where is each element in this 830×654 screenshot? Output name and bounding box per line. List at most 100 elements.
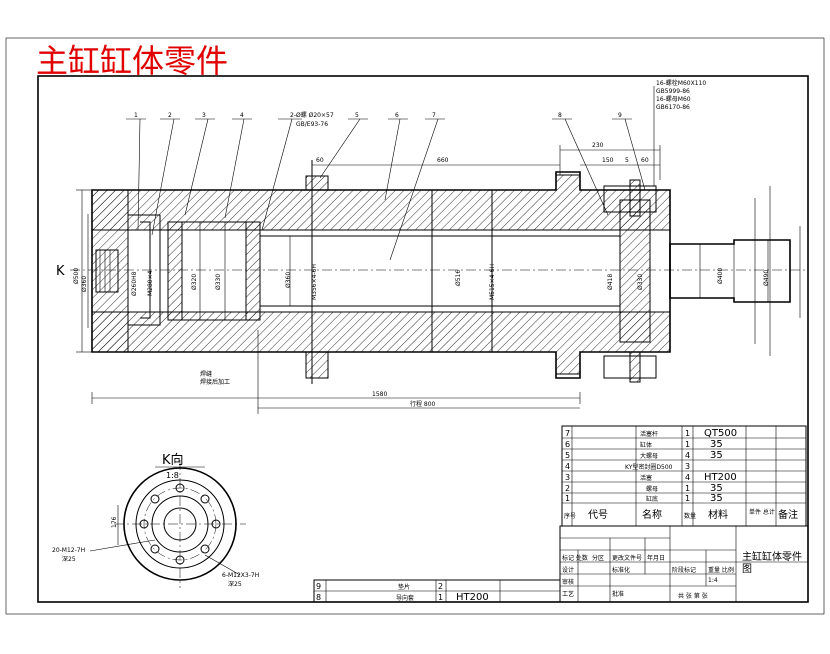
part-2-name: 螺母 xyxy=(646,485,658,493)
outer-border xyxy=(5,37,825,615)
part-7-name: 活塞杆 xyxy=(640,430,658,438)
part-6-qty: 1 xyxy=(685,440,690,449)
drawing-title: 主缸缸体零件 xyxy=(36,42,228,80)
balloon-6: 6 xyxy=(395,112,399,119)
part-3-qty: 4 xyxy=(685,473,690,482)
tb-stage: 阶段标记 xyxy=(672,566,696,574)
dim-230: 230 xyxy=(592,142,604,149)
tb-mark: 标记 处数 xyxy=(562,554,588,562)
tb-design: 设计 xyxy=(562,566,574,574)
part-3-no: 3 xyxy=(565,473,570,482)
tb-drawing-type: 图 xyxy=(742,563,752,575)
part-3-mat: HT200 xyxy=(704,472,737,483)
balloon-7: 7 xyxy=(432,112,436,119)
dim-500: Ø500 xyxy=(73,268,80,284)
header-name: 名称 xyxy=(642,508,662,521)
subpart-9-no: 9 xyxy=(316,582,321,591)
subpart-8-name: 导向套 xyxy=(396,594,414,602)
k-view-scale: 1:8 xyxy=(166,471,179,480)
title-block xyxy=(559,525,809,603)
part-6-no: 6 xyxy=(565,440,570,449)
part-3-name: 活塞 xyxy=(640,474,652,482)
dim-phi490: Ø490 xyxy=(763,270,770,286)
sub-parts-table xyxy=(313,579,561,603)
part-6-name: 缸体 xyxy=(640,441,652,449)
view-marker-k: K xyxy=(56,264,65,279)
part-4-qty: 3 xyxy=(685,462,690,471)
dim-overall: 1580 xyxy=(372,391,387,398)
part-5-qty: 4 xyxy=(685,451,690,460)
part-1-no: 1 xyxy=(565,494,570,503)
balloon-8: 8 xyxy=(558,112,562,119)
tb-craft: 工艺 xyxy=(562,590,574,598)
title-block-text: 标记 处数 分区 更改文件号 年月日 设计 标准化 审核 工艺 批准 阶段标记 … xyxy=(562,550,802,600)
part-7-qty: 1 xyxy=(685,429,690,438)
note-nut-spec: 16-螺母M60 xyxy=(656,95,691,103)
part-2-qty: 1 xyxy=(685,484,690,493)
note-bolt-qty: 2-Ø螺 Ø20×57 xyxy=(290,111,334,119)
k-view-depth-2: 深25 xyxy=(228,580,242,588)
balloon-4: 4 xyxy=(240,112,244,119)
dim-piston-3: Ø360 xyxy=(285,272,292,288)
subpart-8-no: 8 xyxy=(316,593,321,602)
part-1-qty: 1 xyxy=(685,494,690,503)
part-2-no: 2 xyxy=(565,484,570,493)
tb-scale-value: 1:4 xyxy=(708,577,718,584)
header-qty: 数量 xyxy=(684,512,696,520)
tb-sheets: 共 张 第 张 xyxy=(678,592,708,600)
part-4-name: KY型密封圈D500 xyxy=(625,463,673,471)
dim-phi400: Ø400 xyxy=(717,268,724,284)
dim-gland-2: M280×4 xyxy=(147,270,154,296)
part-5-name: 大螺母 xyxy=(640,452,658,460)
balloon-2: 2 xyxy=(168,112,172,119)
note-gb-std-1: GB/E93-76 xyxy=(296,121,328,128)
k-view-thread-1: 20-M12-7H xyxy=(52,547,85,554)
tb-scale: 重量 比例 xyxy=(708,566,734,574)
dim-gland-1: Ø260H8 xyxy=(131,271,138,296)
k-view-dim-176: 176 xyxy=(111,516,118,528)
balloon-9: 9 xyxy=(618,112,622,119)
tb-date: 年月日 xyxy=(647,554,665,562)
header-seq: 序号 xyxy=(564,512,576,520)
part-6-mat: 35 xyxy=(710,439,723,450)
dim-rod-1: Ø418 xyxy=(607,274,614,290)
dim-660: 660 xyxy=(437,157,449,164)
note-bolt-spec: 16-螺栓M60X110 xyxy=(656,79,706,87)
part-leaders xyxy=(126,86,655,261)
dim-60-left: 60 xyxy=(316,157,324,164)
dim-rod-2: Ø330 xyxy=(637,274,644,290)
balloon-3: 3 xyxy=(202,112,206,119)
balloon-1: 1 xyxy=(134,112,138,119)
note-weld-1: 焊缝 xyxy=(200,370,212,378)
part-7-mat: QT500 xyxy=(704,428,737,439)
header-material: 材料 xyxy=(708,508,728,521)
dim-stroke: 行程 800 xyxy=(410,400,436,408)
dim-m356x4: M356×4-6H xyxy=(311,264,318,300)
part-5-mat: 35 xyxy=(710,450,723,461)
subpart-9-qty: 2 xyxy=(438,582,443,591)
part-7-no: 7 xyxy=(565,429,570,438)
header-weight: 单件 总计 xyxy=(749,508,775,516)
dim-piston-1: Ø320 xyxy=(191,274,198,290)
tb-audit: 审核 xyxy=(562,578,574,586)
dim-inner-bore: Ø360 xyxy=(81,276,88,292)
header-remark: 备注 xyxy=(778,508,798,521)
subpart-8-qty: 1 xyxy=(438,593,443,602)
dim-piston-2: Ø330 xyxy=(215,274,222,290)
part-4-no: 4 xyxy=(565,462,570,471)
note-weld-2: 焊接后加工 xyxy=(200,378,230,386)
note-gb-std-2: GB5999-86 xyxy=(656,88,690,95)
dim-5: 5 xyxy=(625,157,629,164)
dim-150: 150 xyxy=(602,157,614,164)
dim-60-right: 60 xyxy=(641,157,649,164)
k-view-thread-2: 6-M12X3-7H xyxy=(222,572,259,579)
part-1-mat: 35 xyxy=(710,493,723,504)
k-view-depth-1: 深25 xyxy=(62,555,76,563)
subpart-9-name: 垫片 xyxy=(398,583,410,591)
tb-approve: 批准 xyxy=(612,590,624,598)
part-2-mat: 35 xyxy=(710,483,723,494)
tb-change-doc: 更改文件号 xyxy=(612,554,642,562)
balloon-5: 5 xyxy=(355,112,359,119)
